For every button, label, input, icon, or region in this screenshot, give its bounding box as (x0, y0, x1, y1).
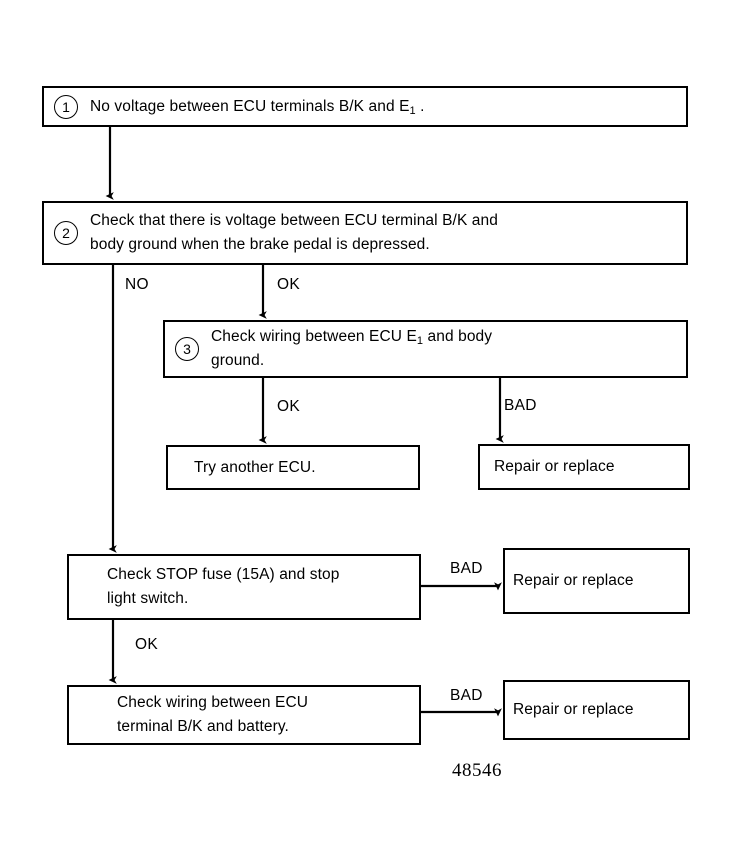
node-try-another-ecu[interactable]: Try another ECU. (166, 445, 420, 490)
node-step2-label: Check that there is voltage between ECU … (90, 212, 498, 253)
node-try-another-ecu-label: Try another ECU. (194, 458, 316, 476)
node-check-wiring-battery-label: Check wiring between ECU terminal B/K an… (117, 694, 309, 735)
step-marker-3: 3 (175, 337, 199, 361)
node-check-stop-fuse-label: Check STOP fuse (15A) and stop light swi… (107, 566, 340, 607)
node-check-wiring-battery[interactable]: Check wiring between ECU terminal B/K an… (67, 685, 421, 745)
edge-label-bad-to-repair-fuse: BAD (450, 560, 483, 577)
node-repair-replace-ground[interactable]: Repair or replace (478, 444, 690, 490)
edge-label-ok-to-try-ecu: OK (277, 398, 300, 415)
node-step1[interactable]: 1 No voltage between ECU terminals B/K a… (42, 86, 688, 127)
edge-label-bad-to-repair-ground: BAD (504, 397, 537, 414)
node-repair-replace-battery-label: Repair or replace (513, 701, 634, 719)
node-repair-replace-battery[interactable]: Repair or replace (503, 680, 690, 740)
node-step3[interactable]: 3 Check wiring between ECU E1 and body g… (163, 320, 688, 378)
node-step3-label: Check wiring between ECU E1 and body gro… (211, 328, 493, 369)
node-repair-replace-fuse[interactable]: Repair or replace (503, 548, 690, 614)
figure-number: 48546 (452, 760, 502, 781)
node-check-stop-fuse[interactable]: Check STOP fuse (15A) and stop light swi… (67, 554, 421, 620)
node-step1-label: No voltage between ECU terminals B/K and… (90, 97, 425, 117)
edge-label-no-branch: NO (125, 276, 149, 293)
step-marker-1: 1 (54, 94, 78, 119)
node-repair-replace-fuse-label: Repair or replace (513, 572, 634, 590)
edge-label-ok-to-wiring-battery: OK (135, 636, 158, 653)
edge-label-bad-to-repair-battery: BAD (450, 687, 483, 704)
step-marker-2: 2 (54, 221, 78, 245)
node-step2[interactable]: 2 Check that there is voltage between EC… (42, 201, 688, 265)
node-repair-replace-ground-label: Repair or replace (494, 458, 615, 476)
edge-label-ok-to-step3: OK (277, 276, 300, 293)
